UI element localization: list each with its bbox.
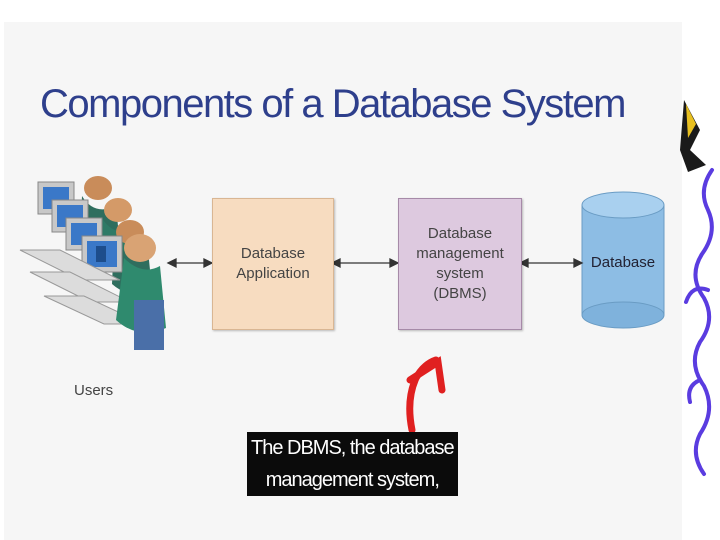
video-caption: The DBMS, the database management system…: [247, 432, 458, 496]
caption-line2: management system,: [265, 469, 440, 491]
dbms-label-line3: system: [436, 265, 484, 282]
front-person: [116, 234, 166, 350]
bidirectional-arrow: [166, 257, 214, 269]
dbms-box: Database management system (DBMS): [398, 198, 522, 330]
users-illustration: [19, 176, 166, 350]
bidirectional-arrow: [330, 257, 400, 269]
database-label: Database: [590, 254, 656, 271]
keyboard: [19, 249, 121, 281]
annotation-arrow: [406, 356, 446, 434]
decorative-corner-shape: [680, 100, 706, 172]
dbms-label-line1: Database: [427, 225, 493, 242]
database-cylinder: [581, 191, 665, 329]
slide-title: Components of a Database System: [40, 82, 626, 126]
application-label-line2: Application: [236, 265, 310, 282]
application-label-line1: Database: [240, 245, 306, 262]
dbms-label-line2: management: [416, 245, 504, 262]
caption-line1: The DBMS, the database: [251, 437, 455, 459]
decorative-squiggle: [684, 168, 714, 476]
users-label: Users: [74, 382, 114, 399]
dbms-label-line4: (DBMS): [433, 285, 487, 302]
database-application-box: Database Application: [212, 198, 334, 330]
bidirectional-arrow: [518, 257, 584, 269]
top-margin: [0, 0, 720, 22]
